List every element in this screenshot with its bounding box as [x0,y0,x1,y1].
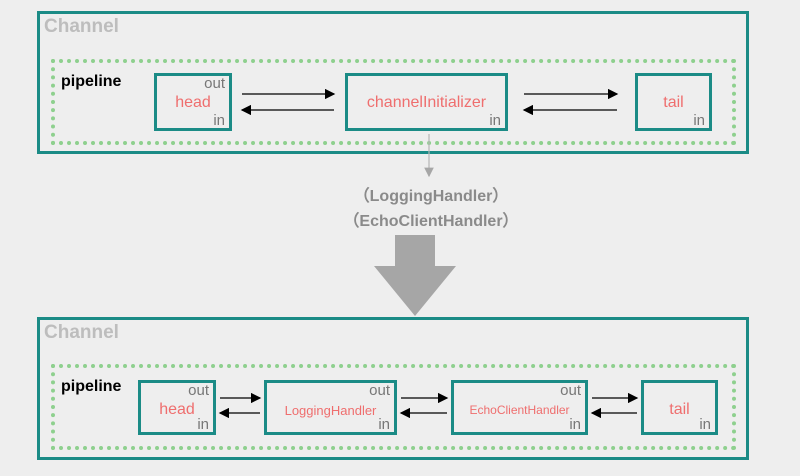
bottom-head-out-label: out [188,382,209,399]
bottom-tail-handler: tail in [641,380,718,435]
bottom-logging-name: LoggingHandler [284,403,377,418]
bottom-echo-out-label: out [560,382,581,399]
middle-line-2: （EchoClientHandler） [343,213,519,230]
top-channel-label: Channel [44,16,119,37]
bottom-channel-label: Channel [44,322,119,343]
bottom-pipeline-label: pipeline [61,378,122,395]
top-pipeline [51,59,736,145]
middle-line-1: （LoggingHandler） [353,188,509,205]
bottom-echo-client-handler: out EchoClientHandler in [451,380,588,435]
top-tail-handler: tail in [635,73,712,131]
top-tail-name: tail [663,94,684,111]
bottom-echo-in-label: in [569,416,581,433]
big-down-arrow [374,235,456,316]
top-channel-initializer-handler: channelInitializer in [345,73,508,131]
top-channel: Channel [37,11,749,154]
top-channel-initializer-name: channelInitializer [366,94,487,111]
bottom-logging-out-label: out [369,382,390,399]
bottom-logging-handler: out LoggingHandler in [264,380,397,435]
bottom-pipeline [51,364,736,450]
bottom-head-name: head [159,401,195,418]
bottom-head-handler: out head in [138,380,216,435]
top-head-handler: out head in [154,73,232,131]
bottom-echo-name: EchoClientHandler [469,403,570,417]
bottom-tail-in-label: in [699,416,711,433]
bottom-channel: Channel [37,317,749,460]
top-head-name: head [175,94,211,111]
bottom-logging-in-label: in [378,416,390,433]
top-head-out-label: out [204,75,225,92]
bottom-tail-name: tail [669,401,690,418]
top-tail-in-label: in [693,112,705,129]
top-channel-initializer-in-label: in [489,112,501,129]
bottom-head-in-label: in [197,416,209,433]
top-head-in-label: in [213,112,225,129]
top-pipeline-label: pipeline [61,73,122,90]
